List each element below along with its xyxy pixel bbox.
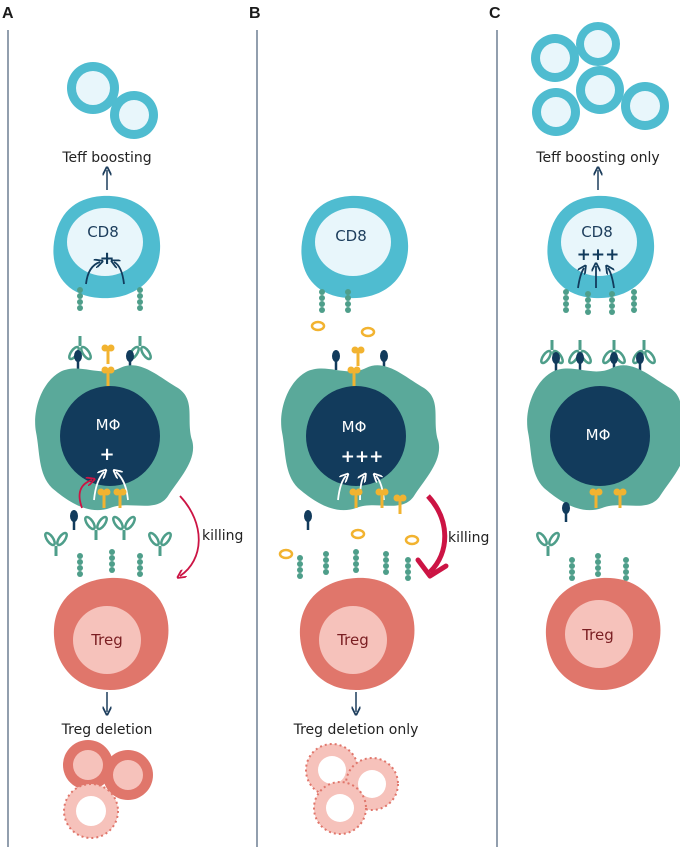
panel-b-cd8-cell: CD8	[301, 195, 409, 299]
panel-c-treg-label: Treg	[581, 626, 614, 644]
panel-a-label: A	[2, 5, 14, 22]
panel-c: C Teff boosting only CD8 +++	[489, 5, 680, 690]
panel-b-treg-cell: Treg	[299, 577, 415, 690]
panel-b-cd8-label: CD8	[335, 227, 367, 245]
panel-b-label: B	[249, 5, 261, 22]
panel-b-mac-label: MΦ	[342, 418, 367, 436]
panel-a: A Teff boosting CD8 +	[2, 5, 243, 839]
panel-c-macrophage: MΦ	[527, 365, 680, 511]
panel-b: B CD8 MΦ +++	[249, 5, 489, 835]
panel-b-mac-plus: +++	[341, 447, 384, 467]
panel-b-cd8-receptors	[310, 289, 390, 372]
panel-a-cd8-label: CD8	[87, 223, 119, 241]
panel-a-top-caption: Teff boosting	[61, 150, 151, 166]
panel-a-macrophage: MΦ +	[35, 365, 194, 511]
panel-a-cd8-plus: +	[99, 248, 114, 269]
panel-b-macrophage: MΦ +++	[281, 365, 440, 511]
panel-c-teff-cells	[531, 22, 669, 136]
panel-c-label: C	[489, 5, 501, 22]
panel-b-killing-label: killing	[448, 530, 489, 546]
panel-b-treg-receptors	[278, 487, 420, 581]
panel-c-top-caption: Teff boosting only	[535, 150, 659, 166]
panel-c-cd8-antibodies	[538, 289, 658, 374]
panel-a-killing-arrow	[180, 495, 200, 576]
panel-a-cd8-cell: CD8 +	[53, 195, 161, 299]
panel-a-treg-cell: Treg	[53, 577, 169, 690]
panel-c-cd8-label: CD8	[581, 223, 613, 241]
panel-a-treg-label: Treg	[90, 631, 123, 649]
panel-a-cd8-antibodies	[66, 287, 154, 372]
panel-a-bottom-caption: Treg deletion	[61, 722, 153, 738]
panel-a-deleted-tregs	[63, 740, 153, 839]
panel-a-killing-label: killing	[202, 528, 243, 544]
panel-b-treg-label: Treg	[336, 631, 369, 649]
panel-c-mac-label: MΦ	[586, 426, 611, 444]
panel-b-bottom-caption: Treg deletion only	[293, 722, 419, 738]
panel-c-treg-cell: Treg	[545, 577, 661, 690]
panel-c-cd8-cell: CD8 +++	[547, 195, 655, 299]
panel-b-killing-arrow	[426, 494, 448, 574]
panel-a-mac-plus: +	[99, 444, 114, 465]
panel-a-teff-cells	[67, 62, 158, 139]
panel-a-mac-label: MΦ	[96, 416, 121, 434]
panel-b-deleted-tregs	[305, 743, 399, 835]
panel-c-cd8-plus: +++	[577, 245, 620, 265]
